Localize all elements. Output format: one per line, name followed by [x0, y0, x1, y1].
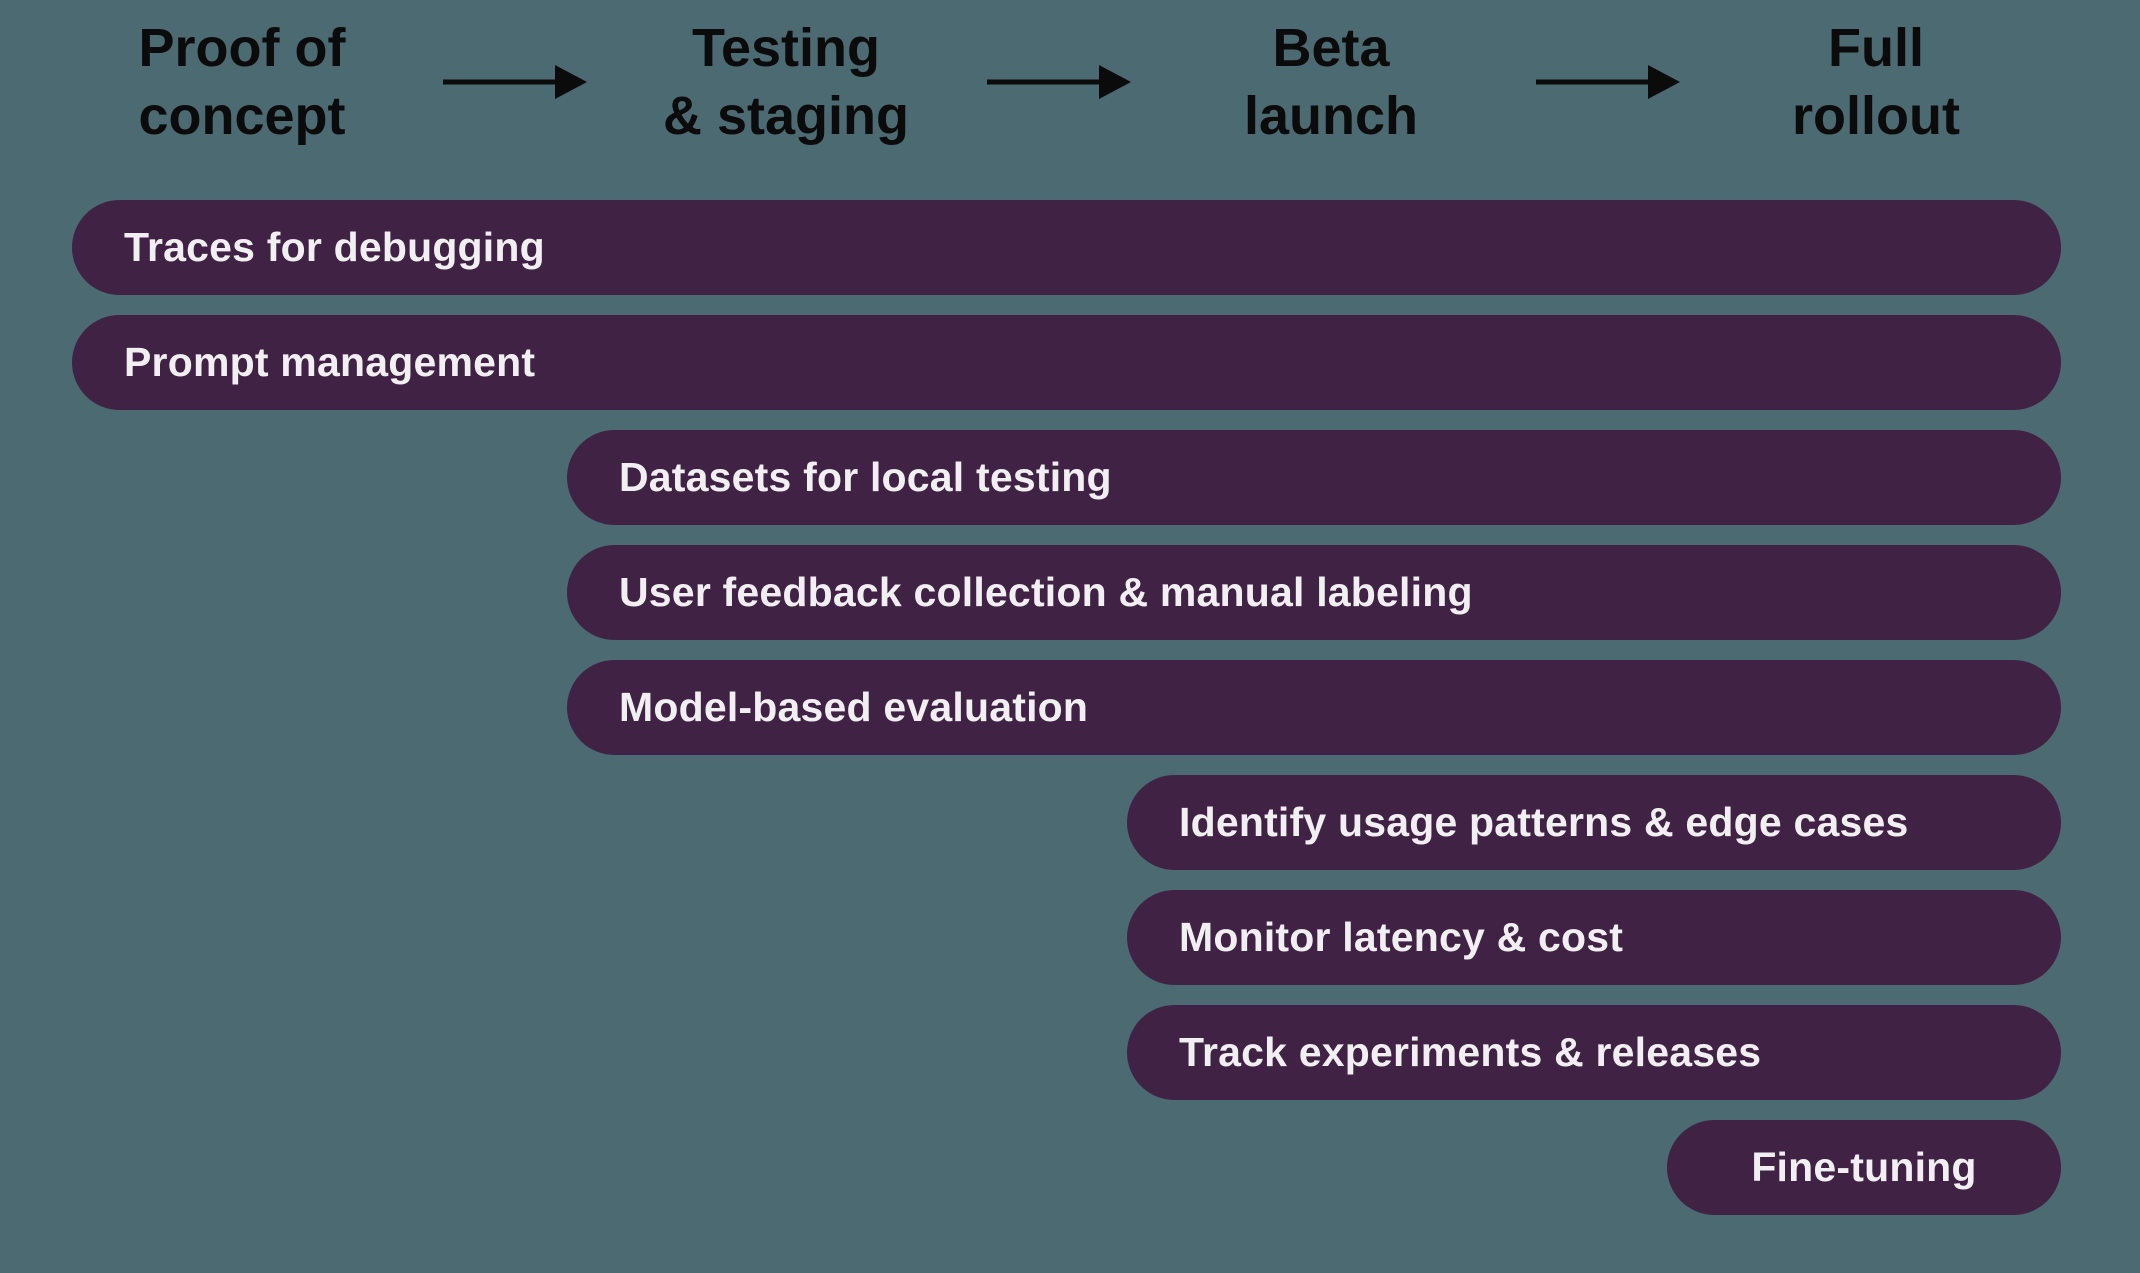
- capability-bar-monitor-latency-cost: Monitor latency & cost: [1127, 890, 2061, 985]
- stage-header-testing-staging: Testing & staging: [663, 14, 909, 150]
- capability-bar-identify-usage-patterns: Identify usage patterns & edge cases: [1127, 775, 2061, 870]
- right-arrow-icon: [1536, 65, 1680, 99]
- stage-header-line: Full: [1828, 18, 1924, 78]
- capability-bar-track-experiments-releases: Track experiments & releases: [1127, 1005, 2061, 1100]
- bar-label: Track experiments & releases: [1179, 1029, 1762, 1075]
- capability-bar-model-based-evaluation: Model-based evaluation: [567, 660, 2061, 755]
- capability-bar-user-feedback-collection: User feedback collection & manual labeli…: [567, 545, 2061, 640]
- right-arrow-icon: [443, 65, 587, 99]
- stage-header-line: rollout: [1792, 86, 1960, 146]
- bar-label: Prompt management: [124, 339, 536, 385]
- stage-header-line: concept: [138, 86, 346, 146]
- capability-bar-traces-for-debugging: Traces for debugging: [72, 200, 2061, 295]
- bar-label: User feedback collection & manual labeli…: [619, 569, 1473, 615]
- bar-label: Fine-tuning: [1751, 1144, 1977, 1190]
- stage-header-line: Proof of: [138, 18, 346, 78]
- stage-header-line: launch: [1243, 86, 1419, 146]
- stage-header-line: Beta: [1272, 18, 1390, 78]
- stage-header-full-rollout: Full rollout: [1792, 14, 1960, 150]
- stage-header-line: & staging: [662, 86, 910, 146]
- stage-header-line: Testing: [691, 18, 880, 78]
- bar-label: Model-based evaluation: [619, 684, 1089, 730]
- capability-bar-fine-tuning: Fine-tuning: [1667, 1120, 2061, 1215]
- bar-label: Identify usage patterns & edge cases: [1179, 799, 1909, 845]
- right-arrow-icon: [987, 65, 1131, 99]
- stage-header-beta-launch: Beta launch: [1244, 14, 1418, 150]
- bar-label: Datasets for local testing: [619, 454, 1112, 500]
- bar-label: Monitor latency & cost: [1179, 914, 1624, 960]
- stage-header-proof-of-concept: Proof of concept: [138, 14, 345, 150]
- capability-bar-datasets-for-local-testing: Datasets for local testing: [567, 430, 2061, 525]
- bar-label: Traces for debugging: [124, 224, 545, 270]
- capability-bar-prompt-management: Prompt management: [72, 315, 2061, 410]
